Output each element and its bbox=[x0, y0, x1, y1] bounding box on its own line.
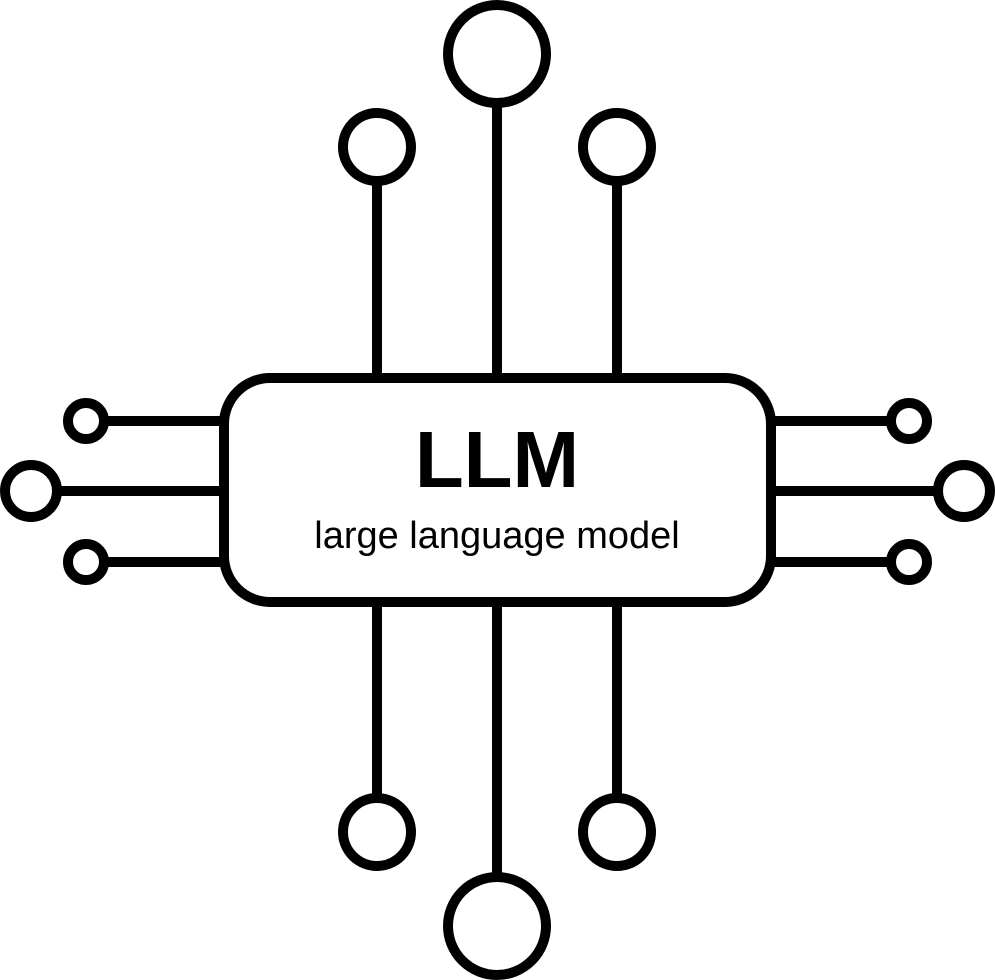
bottom-right-node bbox=[578, 793, 656, 871]
left-bottom-node bbox=[63, 539, 109, 585]
chip-subtitle: large language model bbox=[314, 515, 680, 557]
left-top-node bbox=[63, 398, 109, 444]
chip-title: LLM bbox=[415, 415, 579, 504]
chip-body bbox=[219, 373, 776, 607]
right-top-node bbox=[886, 398, 932, 444]
right-middle-node bbox=[933, 460, 995, 522]
top-center-node bbox=[443, 0, 551, 108]
bottom-connectors bbox=[338, 602, 656, 980]
right-bottom-node bbox=[886, 539, 932, 585]
top-right-node bbox=[578, 108, 656, 186]
left-middle-node bbox=[0, 460, 62, 522]
bottom-left-node bbox=[338, 793, 416, 871]
right-connectors bbox=[771, 398, 995, 585]
top-connectors bbox=[338, 0, 656, 378]
left-connectors bbox=[0, 398, 224, 585]
top-left-node bbox=[338, 108, 416, 186]
bottom-center-node bbox=[443, 872, 551, 980]
